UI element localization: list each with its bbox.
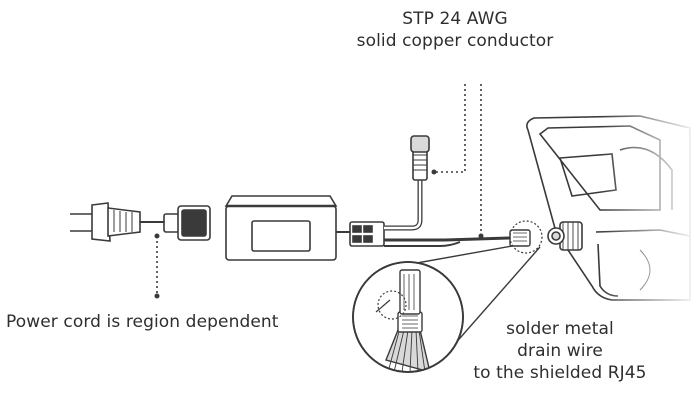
power-cord-label: Power cord is region dependent [6, 312, 279, 332]
solder-note-line3: to the shielded RJ45 [473, 363, 647, 383]
network-cable [384, 236, 511, 247]
power-supply [224, 195, 338, 261]
splitter-connector [349, 221, 385, 247]
rj45-plug [509, 220, 543, 254]
leader-dots [154, 169, 484, 299]
power-plug [70, 202, 178, 242]
solder-note-label: solder metal drain wire to the shielded … [440, 318, 680, 384]
cable-spec-line2: solid copper conductor [356, 31, 554, 51]
sensor-cable [384, 135, 430, 231]
iec-connector [163, 205, 211, 241]
cable-spec-line1: STP 24 AWG [402, 9, 508, 29]
cable-spec-label: STP 24 AWG solid copper conductor [330, 8, 580, 52]
rj45-detail-zoom [352, 245, 541, 373]
solder-note-line2: drain wire [517, 341, 603, 361]
device-fade-overlay [600, 100, 700, 310]
leader-lines [156, 84, 482, 296]
solder-note-line1: solder metal [506, 319, 614, 339]
